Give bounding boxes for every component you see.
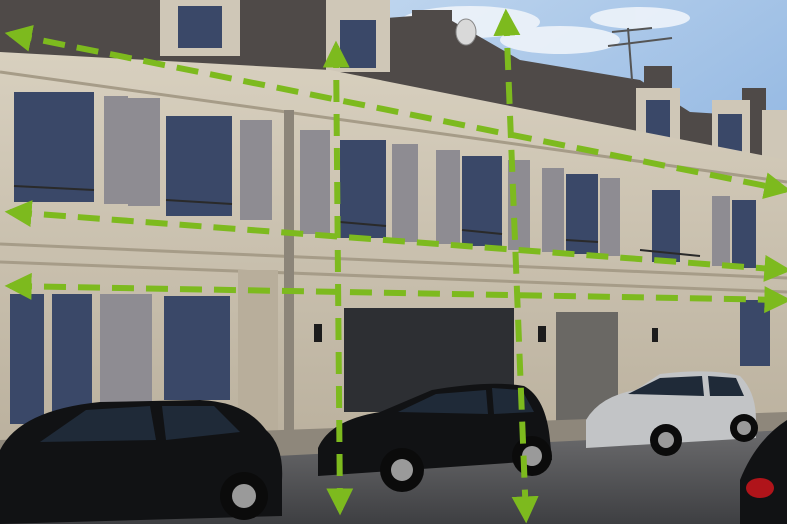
guide-vertical-right	[493, 8, 539, 524]
ground-floor-windows	[10, 294, 770, 424]
guide-roofline	[4, 25, 787, 199]
satellite-dish	[455, 18, 477, 46]
guide-upper-floor	[4, 200, 787, 282]
car-silver-right	[586, 371, 758, 456]
perspective-guides	[4, 8, 787, 524]
guide-ground-floor	[4, 272, 787, 314]
car-dark-edge	[740, 420, 787, 524]
car-dark-left	[0, 400, 283, 524]
guide-vertical-left	[322, 40, 354, 516]
wall-lamps	[314, 324, 658, 342]
